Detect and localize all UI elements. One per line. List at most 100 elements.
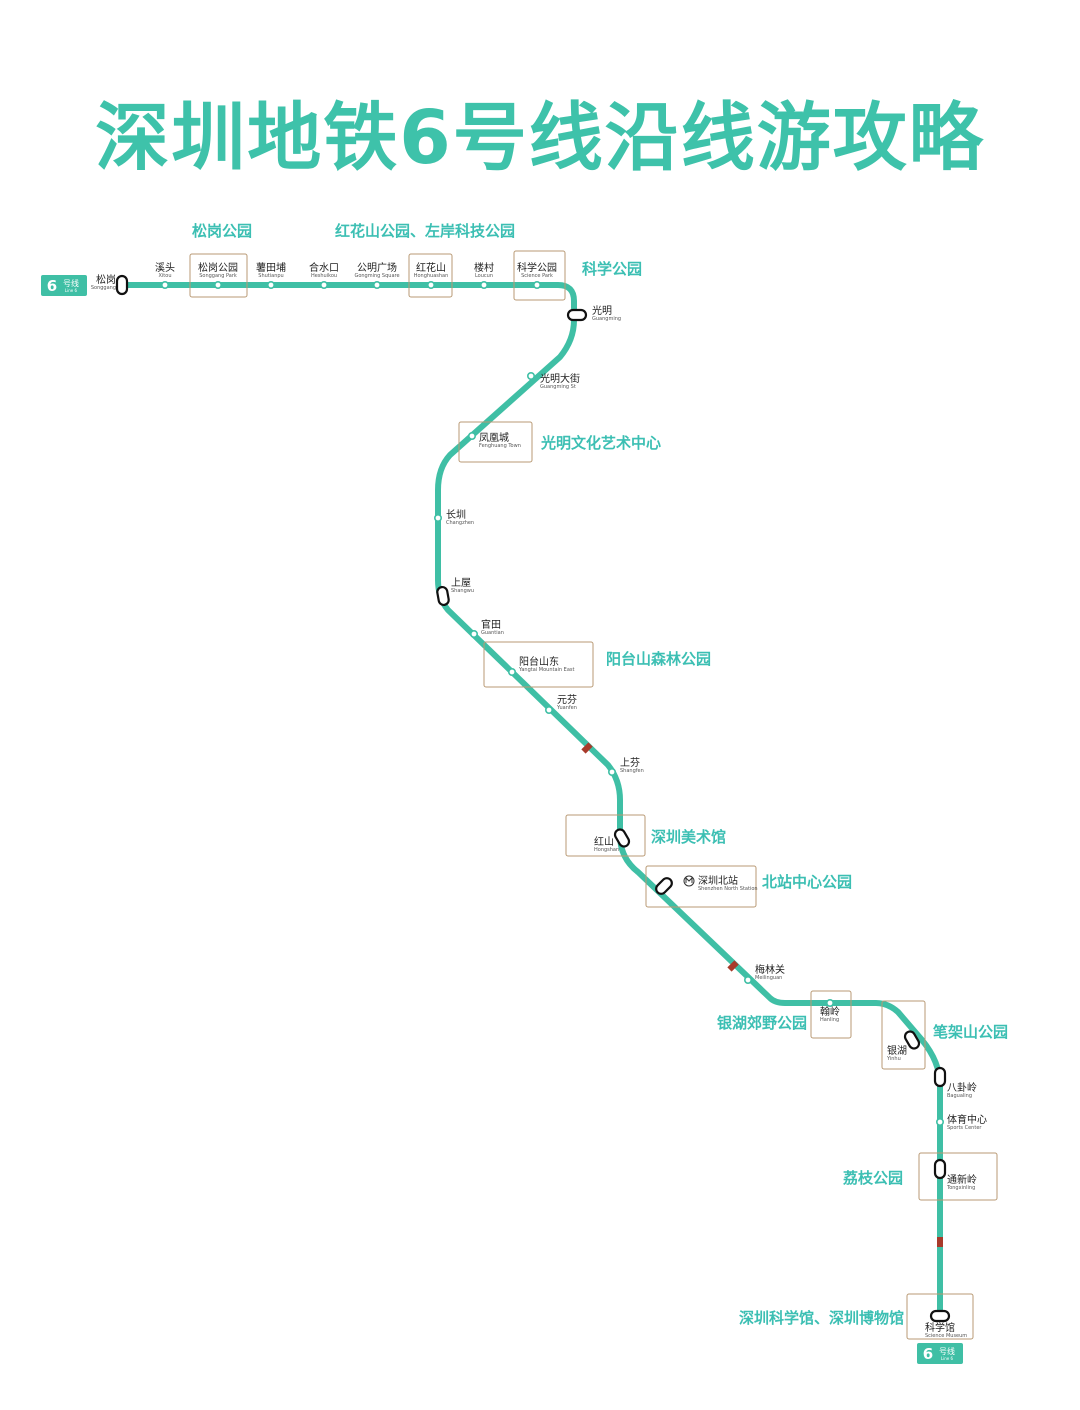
transfer-station-marker[interactable] bbox=[903, 1030, 921, 1051]
station-name-en: Guantian bbox=[481, 630, 504, 636]
station-dot[interactable] bbox=[161, 280, 170, 289]
station-dot[interactable] bbox=[469, 629, 478, 638]
station-dot[interactable] bbox=[507, 667, 516, 676]
attraction-label: 红花山公园、左岸科技公园 bbox=[335, 222, 515, 240]
station-name-en: Tongxinling bbox=[946, 1185, 975, 1191]
closed-station-mark bbox=[727, 960, 739, 972]
station-dot[interactable] bbox=[607, 767, 616, 776]
station-name-en: Loucun bbox=[475, 273, 493, 279]
transfer-station-marker[interactable] bbox=[566, 308, 588, 322]
station-name-cn: 光明 bbox=[592, 304, 612, 317]
station-name-en: Songgang bbox=[91, 285, 116, 291]
station-name-cn: 薯田埔 bbox=[256, 261, 286, 274]
station-dot[interactable] bbox=[214, 280, 223, 289]
transfer-station-marker[interactable] bbox=[654, 876, 674, 896]
attraction-label: 光明文化艺术中心 bbox=[540, 434, 661, 452]
station-dot[interactable] bbox=[479, 280, 488, 289]
station-name-cn: 八卦岭 bbox=[947, 1081, 977, 1094]
station-name-cn: 红花山 bbox=[416, 261, 446, 274]
station-dot[interactable] bbox=[426, 280, 435, 289]
station-dot[interactable] bbox=[266, 280, 275, 289]
station-name-en: Fenghuang Town bbox=[479, 443, 521, 449]
station-name-cn: 光明大街 bbox=[540, 372, 580, 385]
station-name-en: Shutianpu bbox=[258, 273, 283, 279]
badge-number: 6 bbox=[923, 1345, 933, 1363]
attraction-frame bbox=[906, 1293, 974, 1340]
attraction-frame bbox=[513, 250, 566, 301]
station-dot[interactable] bbox=[433, 513, 442, 522]
transfer-station-marker[interactable] bbox=[436, 585, 450, 607]
badge-bg bbox=[41, 275, 87, 296]
station-name-cn: 松岗 bbox=[96, 273, 116, 286]
station-dot[interactable] bbox=[319, 280, 328, 289]
station-name-cn: 红山 bbox=[594, 835, 614, 848]
transfer-station-marker[interactable] bbox=[933, 1158, 947, 1180]
attraction-label: 荔枝公园 bbox=[843, 1169, 903, 1187]
line-6-route bbox=[119, 282, 943, 1318]
station-name-en: Xitou bbox=[158, 273, 171, 279]
badge-line-en: Line 6 bbox=[941, 1356, 954, 1361]
station-name-en: Hongshan bbox=[594, 847, 619, 853]
station-dot[interactable] bbox=[532, 280, 541, 289]
station-dot[interactable] bbox=[544, 705, 553, 714]
station-name-cn: 深圳北站 bbox=[698, 874, 738, 887]
metro-logo-glyph bbox=[685, 876, 693, 883]
station-name-en: Guangming St bbox=[540, 384, 576, 390]
station-name-en: Science Museum bbox=[925, 1333, 967, 1339]
closed-station-mark bbox=[937, 1237, 943, 1247]
transfer-station-marker[interactable] bbox=[613, 828, 631, 849]
station-dot[interactable] bbox=[372, 280, 381, 289]
station-name-en: Shangwu bbox=[451, 588, 474, 594]
transfer-station-marker[interactable] bbox=[929, 1309, 951, 1323]
attraction-frame bbox=[408, 253, 453, 298]
station-dot[interactable] bbox=[743, 975, 752, 984]
attraction-frame bbox=[189, 253, 248, 298]
station-dot[interactable] bbox=[935, 1118, 944, 1127]
station-dot[interactable] bbox=[467, 431, 476, 440]
station-name-cn: 通新岭 bbox=[947, 1173, 977, 1186]
station-name-cn: 溪头 bbox=[155, 262, 175, 274]
attraction-frame bbox=[565, 814, 646, 857]
station-dot[interactable] bbox=[825, 998, 834, 1007]
station-name-cn: 凤凰城 bbox=[479, 432, 509, 444]
station-name-en: Songgang Park bbox=[199, 273, 237, 279]
map-title: 深圳地铁6号线沿线游攻略 bbox=[95, 95, 985, 181]
station-name-cn: 科学公园 bbox=[517, 261, 557, 274]
station-name-cn: 上芬 bbox=[620, 757, 640, 769]
station-name-cn: 官田 bbox=[481, 618, 501, 631]
station-name-cn: 松岗公园 bbox=[198, 261, 238, 274]
station-dot[interactable] bbox=[526, 371, 535, 380]
transfer-station-marker[interactable] bbox=[115, 274, 129, 296]
attraction-frame bbox=[483, 641, 594, 688]
transfer-station-marker[interactable] bbox=[933, 1066, 947, 1088]
station-name-en: Bagualing bbox=[947, 1093, 972, 1099]
